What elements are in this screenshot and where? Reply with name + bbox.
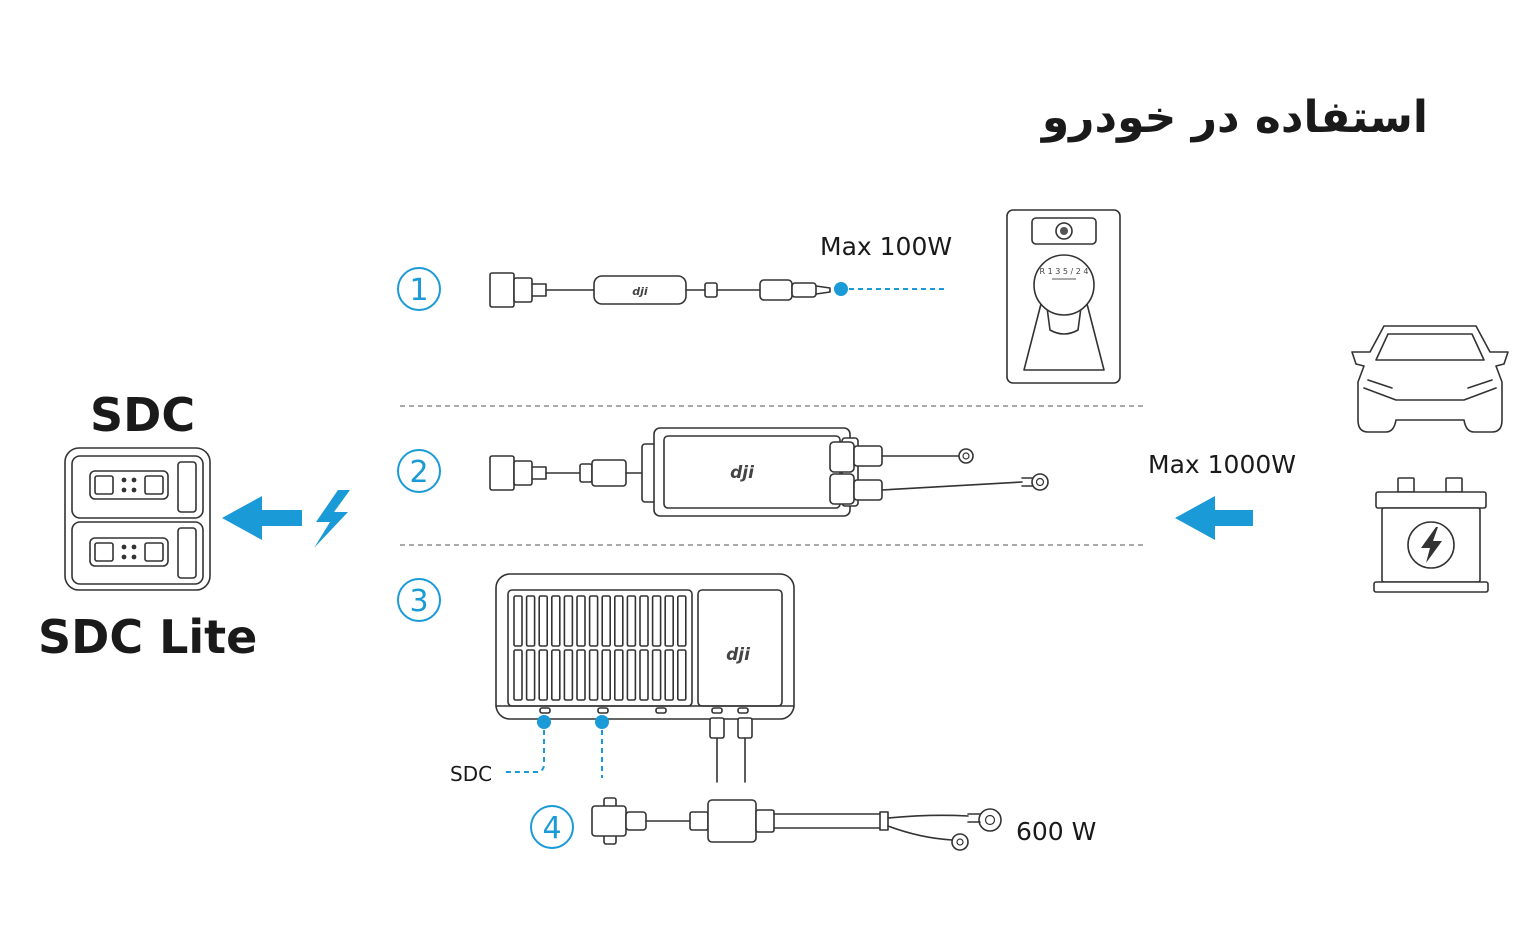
arrow-left-icon-right <box>1175 496 1253 540</box>
vent-slat <box>550 595 561 647</box>
vent-slat <box>525 595 536 647</box>
vent-slat <box>639 595 649 647</box>
vent-slat <box>613 595 624 647</box>
gear-numbers: R 1 3 5 / 2 4 <box>1040 267 1089 276</box>
brand-logo-2: dji <box>730 463 755 483</box>
step-2-number: 2 <box>409 455 428 490</box>
sdc-port-label: SDC <box>450 762 493 786</box>
step-circles: 1 2 3 4 <box>397 267 574 849</box>
vent-slat <box>563 595 574 647</box>
vent-slat <box>588 595 599 647</box>
vent-slat <box>639 649 649 701</box>
arrow-left-icon <box>222 496 302 540</box>
vent-slat <box>651 595 662 647</box>
vent-slat <box>588 649 599 701</box>
sdc-port-point-1 <box>537 715 551 729</box>
sdc-label: SDC <box>90 388 196 442</box>
vent-slat <box>576 649 586 701</box>
power-station-icon: dji <box>495 573 795 783</box>
vent-slat <box>676 595 687 647</box>
vent-slat <box>601 595 612 647</box>
sdc-module-icon <box>64 447 211 591</box>
vent-slat <box>676 649 687 701</box>
vent-slat <box>525 649 536 701</box>
car-power-adapter-icon: dji <box>489 427 1049 517</box>
vent-slat <box>513 595 523 647</box>
step-1-number: 1 <box>409 273 428 308</box>
brand-logo-1: dji <box>632 285 648 298</box>
step-3-number: 3 <box>409 584 428 619</box>
vent-slat <box>538 649 549 701</box>
car-charger-cable-icon: dji <box>489 272 831 308</box>
vent-slat <box>664 649 675 701</box>
battery-icon <box>1373 477 1489 593</box>
vent-slat <box>563 649 574 701</box>
brand-logo-3: dji <box>726 645 751 665</box>
vent-slat <box>576 595 586 647</box>
vent-slat <box>550 649 561 701</box>
step-4-number: 4 <box>542 811 561 846</box>
vent-slat <box>601 649 612 701</box>
sdc-port-line-1 <box>504 730 545 773</box>
vent-grille <box>513 595 687 701</box>
lightning-icon <box>314 490 350 548</box>
sdc-lite-label: SDC Lite <box>38 610 258 664</box>
vent-slat <box>613 649 624 701</box>
connection-point-1 <box>834 282 848 296</box>
600w-label: 600 W <box>1016 817 1097 846</box>
car-icon <box>1351 325 1509 433</box>
vent-slat <box>513 649 523 701</box>
vent-slat <box>626 595 637 647</box>
vent-slat <box>651 649 662 701</box>
vent-slat <box>626 649 637 701</box>
max-1000w-label: Max 1000W <box>1148 450 1296 479</box>
vent-slat <box>664 595 675 647</box>
page-title: استفاده در خودرو <box>1041 92 1428 143</box>
gear-shift-icon: R 1 3 5 / 2 4 <box>1006 209 1121 384</box>
sdc-port-point-2 <box>595 715 609 729</box>
vent-slat <box>538 595 549 647</box>
dc-cable-icon <box>591 797 1002 851</box>
max-100w-label: Max 100W <box>820 232 953 261</box>
